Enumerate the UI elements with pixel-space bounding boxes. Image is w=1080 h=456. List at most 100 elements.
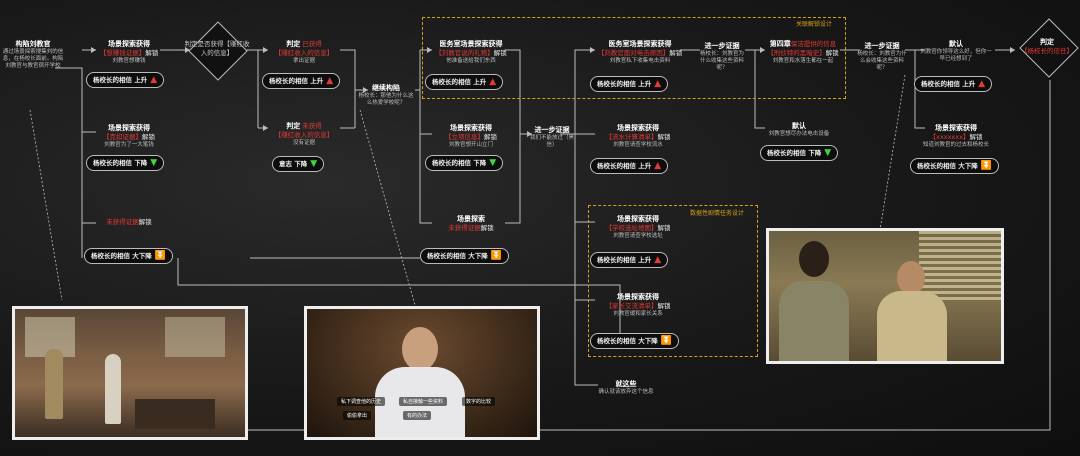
pill-def1-label: 杨校长的相信 下降	[767, 149, 822, 157]
ch4-item: 保洁提供的信息	[790, 40, 837, 48]
r2-desc: 刘教官请查学校流水	[613, 141, 663, 148]
j2-item: 未获得	[302, 122, 322, 130]
pill-a3-label: 杨校长的相信 大下降	[91, 252, 152, 260]
person-head	[799, 241, 829, 277]
pill-m2-label: 杨校长的相信 下降	[432, 159, 487, 167]
subtitle-option: 有的办法	[403, 411, 432, 420]
up-arrow-icon: ▲	[489, 77, 497, 87]
r4-desc: 刘教官缓和家长关系	[613, 310, 663, 317]
pill-a2-label: 杨校长的相信 下降	[93, 159, 148, 167]
j2-desc: 没有证据	[292, 139, 315, 146]
node-j2: 判定 未获得 【赚红收入的信息】 没有证据	[268, 122, 340, 147]
a2-suffix: 解锁	[142, 133, 155, 142]
data-task-label: 数据性剧情任务设计	[690, 210, 745, 217]
down-arrow-icon: ▼	[824, 148, 832, 158]
node-m1: 医务室场景探索获得 【刘教官说的礼物】解锁 他准备送给我们东西	[432, 40, 510, 65]
x1-title: 场景探索获得	[935, 124, 977, 132]
up-arrow-icon: ▲	[654, 255, 662, 265]
pill-m3-label: 杨校长的相信 大下降	[427, 252, 488, 260]
r3-desc: 刘教官请查学校选址	[613, 232, 663, 239]
further1-desc: 我们不能放过（黑信）	[529, 135, 574, 149]
r2-title: 场景探索获得	[617, 124, 659, 132]
further1-title: 进一步证据	[534, 126, 570, 134]
pill-j1: 杨校长的相信 上升▲	[262, 73, 341, 89]
pill-j2-label: 意志 下降	[279, 160, 308, 168]
x1-desc: 知道刘教官的过去和杨校长	[922, 141, 989, 148]
person-figure	[105, 354, 121, 424]
node-m2: 场景探索获得 【立项信息】解锁 刘教官想开山立门	[432, 124, 510, 149]
r3-suffix: 解锁	[657, 224, 671, 233]
up-arrow-icon: ▲	[326, 76, 334, 86]
node-r4: 场景探索获得 【家长交流清单】解锁 刘教官缓和家长关系	[596, 293, 680, 318]
m1-desc: 他准备送给我们东西	[446, 57, 496, 64]
m2-desc: 刘教官想开山立门	[448, 141, 493, 148]
a2-item: 【克扣证据】	[103, 133, 142, 142]
ch4-title: 第四章	[769, 40, 791, 48]
scene-photo-doctor: 私下调查他的历史 私自接触一些资料 数字的比较 偷偷拿出 有的办法	[304, 306, 540, 440]
further3-title: 进一步证据	[864, 42, 900, 50]
r4-item: 【家长交流清单】	[605, 302, 658, 311]
x1-suffix: 解锁	[969, 133, 983, 142]
linked-unlock-label: 关联解锁设计	[796, 21, 833, 28]
scene-photo-officers	[766, 228, 1004, 364]
data-task-box	[588, 205, 758, 357]
pill-r1-label: 杨校长的相信 上升	[597, 80, 652, 88]
pill-a1-label: 杨校长的相信 上升	[93, 76, 148, 84]
a1-suffix: 解锁	[145, 49, 159, 58]
node-j1: 判定 已获得 【赚红收入的信息】 拿出证据	[268, 40, 340, 65]
node-a2: 场景探索获得 【克扣证据】解锁 刘教官为了一大笔钱	[96, 124, 162, 149]
node-further2: 进一步证据 杨校长：刘教官为什么收集这些资料呢？	[698, 42, 746, 73]
up-arrow-icon: ▲	[654, 79, 662, 89]
j1-item: 已获得	[302, 40, 322, 48]
pill-j2: 意志 下降▼	[272, 156, 325, 172]
r2-suffix: 解锁	[657, 133, 671, 142]
node-continue: 继续构陷 杨校长：那他为什么这么热爱学校呢？	[356, 84, 416, 107]
pill-r2: 杨校长的相信 上升▲	[590, 158, 669, 174]
node-r2: 场景探索获得 【流水计算清单】解锁 刘教官请查学校流水	[596, 124, 680, 149]
pill-j1-label: 杨校长的相信 上升	[269, 77, 324, 85]
a3-item: 未获得证据	[106, 218, 139, 226]
node-further3: 进一步证据 杨校长：刘教官为什么会收集这些资料呢？	[856, 42, 908, 73]
linked-unlock-box	[422, 17, 846, 99]
j1-desc: 拿出证据	[292, 57, 315, 64]
def1-desc: 刘教官想尽办法电击设备	[768, 131, 830, 138]
double-down-arrow-icon: ⏬	[490, 251, 502, 261]
pill-m1-label: 杨校长的相信 上升	[432, 78, 487, 86]
a1-desc: 刘教官想赚钱	[112, 57, 146, 64]
r4-suffix: 解锁	[657, 302, 671, 311]
person-figure	[45, 349, 63, 419]
node-def2: 默认 刘教官你领导这么好，但你一早已经想到了	[920, 40, 992, 63]
subtitle-option: 数字的比较	[462, 397, 496, 406]
x1-item: 【xxxxxxx】	[929, 133, 970, 142]
pill-a3: 杨校长的相信 大下降⏬	[84, 248, 173, 264]
continue-title: 继续构陷	[372, 84, 400, 92]
m2-suffix: 解锁	[484, 133, 497, 142]
ch4-line2: 【刑侦特的黑暗史】	[767, 49, 826, 58]
person-body	[877, 291, 947, 361]
node-end: 就这些 确认就该放弃这个信息	[596, 380, 656, 396]
m3-suffix: 解锁	[480, 224, 494, 233]
pill-a1: 杨校长的相信 上升▲	[86, 72, 165, 88]
further2-desc: 杨校长：刘教官为什么收集这些资料呢？	[699, 51, 744, 72]
r4-title: 场景探索获得	[617, 293, 659, 301]
pill-def2: 杨校长的相信 上升▲	[914, 76, 993, 92]
down-arrow-icon: ▼	[489, 158, 497, 168]
double-down-arrow-icon: ⏬	[154, 251, 166, 261]
end-title: 就这些	[615, 380, 637, 388]
pill-m1: 杨校长的相信 上升▲	[425, 74, 504, 90]
a2-title: 场景探索获得	[108, 124, 150, 132]
person-head	[402, 327, 438, 371]
m3-item: 未获得证据	[448, 224, 481, 233]
m1-title: 医务室场景探索获得	[439, 40, 503, 48]
start-node: 构陷刘教官 通过场景探索搜集刘的信息，在杨校长面前。构陷刘教官与教官宿开学校	[2, 40, 64, 71]
pill-r4-label: 杨校长的相信 大下降	[597, 337, 658, 345]
subtitle-option: 偷偷拿出	[343, 411, 372, 420]
subtitle-option: 私下调查他的历史	[337, 397, 386, 406]
final-item: 【杨校长的信任】	[1021, 47, 1073, 56]
window-shape	[165, 317, 225, 357]
node-def1: 默认 刘教官想尽办法电击设备	[764, 122, 834, 138]
node-a3: 未获得证据解锁	[96, 218, 162, 226]
person-head	[897, 261, 925, 295]
r1-suffix: 解锁	[669, 49, 683, 58]
further2-title: 进一步证据	[704, 42, 740, 50]
